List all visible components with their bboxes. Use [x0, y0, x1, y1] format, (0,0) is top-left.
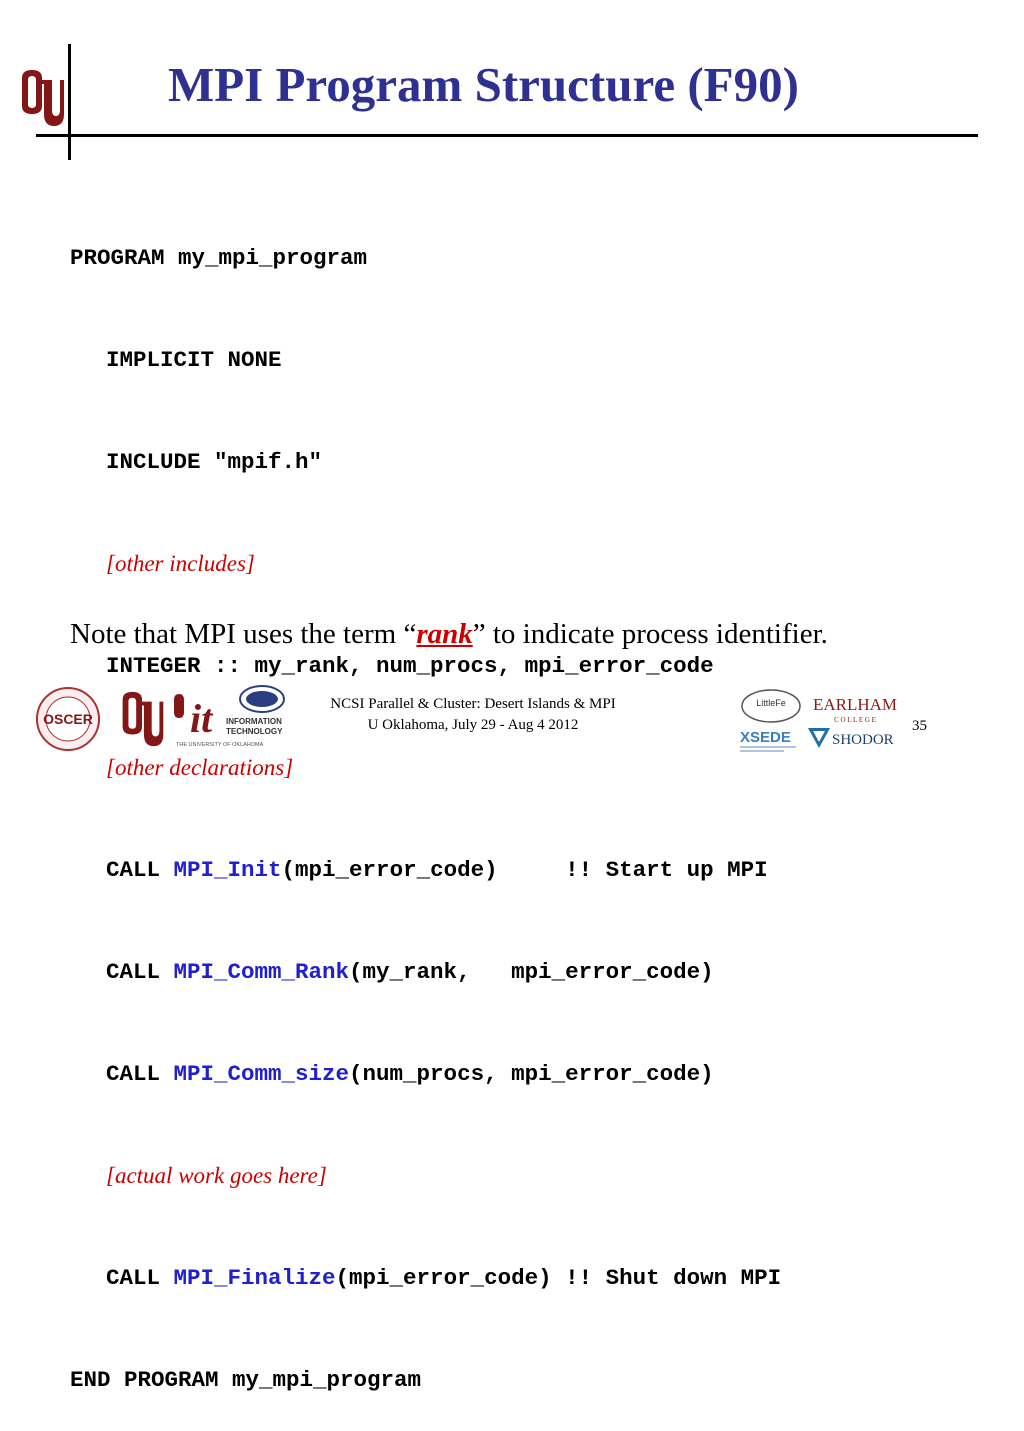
littlefe-logo-text: LittleFe: [756, 698, 786, 708]
code-text: PROGRAM my_mpi_program: [70, 245, 368, 271]
code-text: INCLUDE "mpif.h": [106, 449, 323, 475]
header-horizontal-rule: [36, 134, 978, 137]
oscer-logo-text: OSCER: [43, 711, 93, 727]
code-block: PROGRAM my_mpi_program IMPLICIT NONE INC…: [70, 173, 1010, 1431]
code-text: (mpi_error_code) !! Start up MPI: [281, 857, 768, 883]
ou-footer-logo: [122, 691, 164, 747]
shodor-logo: SHODOR: [808, 728, 894, 748]
xsede-logo: XSEDE: [740, 729, 796, 752]
header-vertical-rule: [68, 44, 71, 160]
code-text: (mpi_error_code) !! Shut down MPI: [335, 1265, 782, 1291]
code-line: [other includes]: [70, 547, 1010, 581]
note-prefix: Note that MPI uses the term “: [70, 618, 417, 650]
ou-logo: [22, 70, 64, 126]
note-suffix: ” to indicate process identifier.: [472, 618, 828, 650]
code-text: (num_procs, mpi_error_code): [349, 1061, 714, 1087]
code-line: CALL MPI_Comm_size(num_procs, mpi_error_…: [70, 1057, 1010, 1091]
note-text: Note that MPI uses the term “rank” to in…: [70, 618, 828, 651]
mpi-function-name: MPI_Init: [173, 857, 282, 883]
code-text: INTEGER :: my_rank, num_procs, mpi_error…: [106, 653, 714, 679]
code-line: CALL MPI_Finalize(mpi_error_code) !! Shu…: [70, 1261, 1010, 1295]
earlham-logo-text: EARLHAM: [813, 695, 897, 714]
code-text: END PROGRAM my_mpi_program: [70, 1367, 422, 1393]
xsede-logo-text: XSEDE: [740, 729, 791, 746]
ccc-logo: [239, 685, 285, 713]
footer-line1: NCSI Parallel & Cluster: Desert Islands …: [330, 696, 616, 712]
mpi-function-name: MPI_Finalize: [173, 1265, 336, 1291]
placeholder-text: [actual work goes here]: [106, 1163, 327, 1188]
code-line: INTEGER :: my_rank, num_procs, mpi_error…: [70, 649, 1010, 683]
it-logo: it INFORMATION TECHNOLOGY THE UNIVERSITY…: [174, 694, 283, 748]
mpi-function-name: MPI_Comm_Rank: [173, 959, 350, 985]
code-line: [actual work goes here]: [70, 1159, 1010, 1193]
placeholder-text: [other includes]: [106, 551, 255, 576]
it-logo-line3: THE UNIVERSITY OF OKLAHOMA: [176, 742, 264, 748]
it-logo-line2: TECHNOLOGY: [226, 727, 283, 736]
littlefe-logo: LittleFe: [741, 689, 801, 723]
code-line: CALL MPI_Init(mpi_error_code) !! Start u…: [70, 853, 1010, 887]
code-text: IMPLICIT NONE: [106, 347, 282, 373]
earlham-logo: EARLHAM C O L L E G E: [813, 695, 897, 724]
page-number: 35: [912, 718, 927, 734]
code-line: [other declarations]: [70, 751, 1010, 785]
footer-text: NCSI Parallel & Cluster: Desert Islands …: [258, 694, 688, 736]
slide-title: MPI Program Structure (F90): [168, 57, 799, 112]
code-keyword: CALL: [106, 1061, 174, 1087]
shodor-logo-text: SHODOR: [832, 732, 894, 748]
code-line: INCLUDE "mpif.h": [70, 445, 1010, 479]
code-line: IMPLICIT NONE: [70, 343, 1010, 377]
code-line: PROGRAM my_mpi_program: [70, 241, 1010, 275]
mpi-function-name: MPI_Comm_size: [173, 1061, 350, 1087]
code-keyword: CALL: [106, 857, 174, 883]
code-line: CALL MPI_Comm_Rank(my_rank, mpi_error_co…: [70, 955, 1010, 989]
code-keyword: CALL: [106, 959, 174, 985]
it-logo-line1: INFORMATION: [226, 717, 282, 726]
footer-line2: U Oklahoma, July 29 - Aug 4 2012: [367, 717, 579, 733]
note-term: rank: [416, 618, 473, 650]
code-keyword: CALL: [106, 1265, 174, 1291]
it-logo-mark: it: [190, 696, 214, 741]
oscer-logo: OSCER: [36, 687, 100, 751]
earlham-logo-subtext: C O L L E G E: [834, 716, 876, 724]
code-line: END PROGRAM my_mpi_program: [70, 1363, 1010, 1397]
code-text: (my_rank, mpi_error_code): [349, 959, 714, 985]
